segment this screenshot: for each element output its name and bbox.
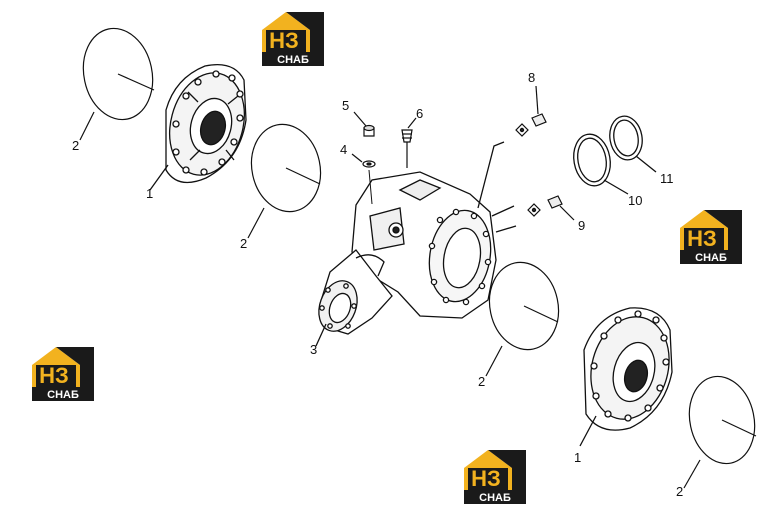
callout-2-bottom-right: 2 (676, 484, 683, 499)
gasket-middle-right (485, 261, 560, 377)
gasket-top-left (79, 27, 155, 141)
logo-bottom-text: СНАБ (479, 492, 511, 504)
cover-flange-top-left (149, 63, 247, 191)
logo-bottom-text: СНАБ (695, 252, 727, 264)
logo-left: НЗ СНАБ (32, 347, 94, 401)
cover-flange-bottom-right (579, 307, 673, 447)
callout-10: 10 (628, 193, 642, 208)
washer-part-4 (351, 153, 376, 168)
callout-3: 3 (310, 342, 317, 357)
logo-top-text: НЗ (687, 226, 717, 251)
bolt-part-9 (547, 195, 575, 221)
logo-bottom: НЗ СНАБ (464, 450, 526, 504)
callout-labels: 2 1 2 5 6 4 3 8 10 11 9 2 1 2 (72, 70, 683, 499)
callout-1-bottom-right: 1 (574, 450, 581, 465)
logo-top-text: НЗ (471, 466, 501, 491)
logo-top-text: НЗ (39, 363, 69, 388)
callout-8: 8 (528, 70, 535, 85)
logo-bottom-text: СНАБ (47, 389, 79, 401)
plug-part-5 (353, 111, 375, 137)
callout-2-middle-right: 2 (478, 374, 485, 389)
callout-1-top-left: 1 (146, 186, 153, 201)
washer-lower (527, 203, 541, 217)
callout-4: 4 (340, 142, 347, 157)
bolt-part-8 (531, 85, 547, 127)
callout-6: 6 (416, 106, 423, 121)
gasket-middle-left (247, 123, 322, 239)
washer-upper (515, 123, 529, 137)
callout-11: 11 (660, 171, 674, 186)
callout-2-middle-left: 2 (240, 236, 247, 251)
logo-bottom-text: СНАБ (277, 54, 309, 66)
logo-right: НЗ СНАБ (680, 210, 742, 264)
breather-part-6 (401, 117, 417, 168)
callout-5: 5 (342, 98, 349, 113)
leader-part-4 (368, 169, 373, 205)
callout-2-top-left: 2 (72, 138, 79, 153)
gasket-bottom-right (683, 375, 757, 489)
ring-part-10 (573, 133, 629, 195)
callout-9: 9 (578, 218, 585, 233)
logo-top-text: НЗ (269, 28, 299, 53)
axle-housing (315, 141, 517, 347)
logo-top: НЗ СНАБ (262, 12, 324, 66)
snap-ring-part-11 (609, 115, 657, 173)
